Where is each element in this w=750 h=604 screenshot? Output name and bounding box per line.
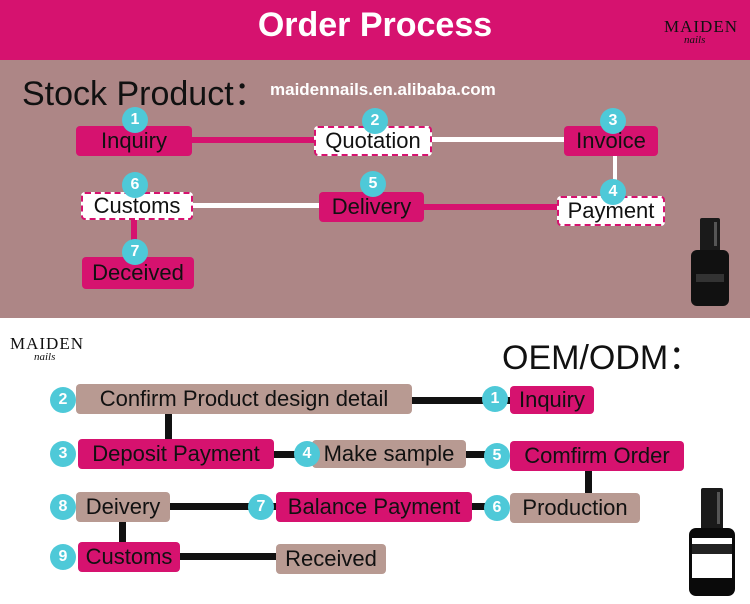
page-title: Order Process [257, 6, 493, 44]
step-number-badge: 5 [484, 443, 510, 469]
connector-line [180, 553, 280, 560]
oem-step-received: Received [276, 544, 386, 574]
oem-step-delivery: Deivery [76, 492, 170, 522]
step-number-badge: 2 [50, 387, 76, 413]
connector-line [422, 204, 560, 210]
connector-line [272, 451, 312, 458]
nail-polish-bottle-icon [691, 218, 729, 306]
connector-line [165, 413, 172, 441]
connector-line [192, 203, 320, 208]
step-number-badge: 1 [122, 107, 148, 133]
step-number-badge: 4 [600, 179, 626, 205]
step-number-badge: 2 [362, 108, 388, 134]
stock-title: Stock Product： [22, 75, 268, 113]
header-bar [0, 0, 750, 60]
step-number-badge: 6 [484, 495, 510, 521]
oem-step-customs: Customs [78, 542, 180, 572]
step-number-badge: 8 [50, 494, 76, 520]
step-number-badge: 9 [50, 544, 76, 570]
oem-step-confirm-design: Confirm Product design detail [76, 384, 412, 414]
brand-logo: MAIDEN nails [10, 334, 84, 363]
step-number-badge: 4 [294, 441, 320, 467]
connector-line [412, 397, 512, 404]
oem-step-balance-payment: Balance Payment [276, 492, 472, 522]
connector-line [432, 137, 566, 142]
step-number-badge: 7 [122, 239, 148, 265]
connector-line [119, 519, 126, 543]
step-number-badge: 1 [482, 386, 508, 412]
connector-line [170, 503, 278, 510]
step-number-badge: 3 [50, 441, 76, 467]
oem-title: OEM/ODM： [502, 339, 703, 377]
step-number-badge: 3 [600, 108, 626, 134]
oem-step-deposit-payment: Deposit Payment [78, 439, 274, 469]
connector-line [613, 152, 617, 187]
oem-step-inquiry: Inquiry [510, 386, 594, 414]
step-number-badge: 7 [248, 494, 274, 520]
oem-step-confirm-order: Comfirm Order [510, 441, 684, 471]
brand-logo: MAIDEN nails [664, 17, 738, 46]
stock-step-delivery: Delivery [319, 192, 424, 222]
stock-url: maidennails.en.alibaba.com [270, 80, 496, 99]
oem-step-production: Production [510, 493, 640, 523]
connector-line [190, 137, 315, 143]
step-number-badge: 6 [122, 172, 148, 198]
nail-polish-bottle-icon [689, 488, 735, 596]
oem-step-make-sample: Make sample [312, 440, 466, 468]
connector-line [585, 468, 592, 496]
step-number-badge: 5 [360, 171, 386, 197]
connector-line [472, 503, 492, 510]
